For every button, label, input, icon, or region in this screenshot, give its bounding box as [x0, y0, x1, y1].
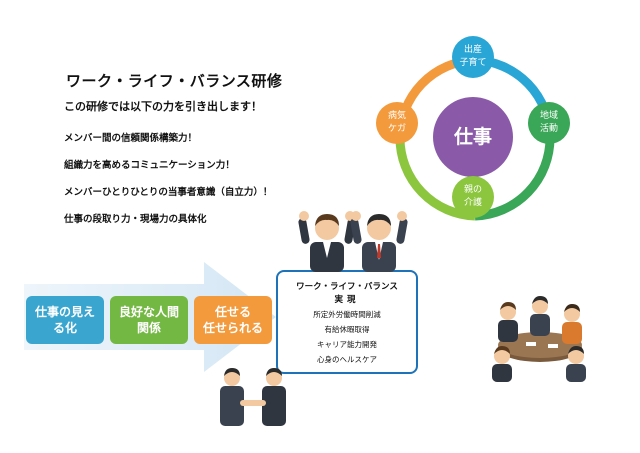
result-item: 有給休暇取得 [324, 325, 370, 334]
result-title: ワーク・ライフ・バランス [296, 282, 398, 292]
step-label: 任せられる [202, 321, 263, 335]
result-item: キャリア能力開発 [317, 340, 377, 349]
cycle-node-label: 介護 [463, 198, 482, 208]
result-item: 所定外労働時間削減 [313, 310, 381, 319]
step-label: 関係 [136, 321, 161, 335]
cycle-node-label: ケガ [387, 124, 406, 134]
cycle-node-community: 地域 活動 [528, 102, 570, 144]
bullet-communication: 組織力を高めるコミュニケーション力！ [64, 160, 235, 171]
cheering-people-illustration [298, 211, 408, 272]
cycle-center: 仕事 [433, 97, 513, 177]
cycle-node-label: 子育て [459, 58, 487, 68]
cycle-node-label: 病気 [387, 111, 406, 121]
cycle-node-childcare: 出産 子育て [452, 36, 494, 78]
result-item: 心身のヘルスケア [317, 355, 377, 364]
cycle-node-illness: 病気 ケガ [376, 102, 418, 144]
cycle-node-label: 親の [463, 185, 482, 195]
step-label: 任せる [214, 305, 251, 319]
cycle-node-label: 地域 [539, 111, 558, 121]
result-subtitle: 実現 [334, 295, 360, 305]
page-title: ワーク・ライフ・バランス研修 [66, 72, 283, 90]
bullet-trust: メンバー間の信頼関係構築力！ [64, 133, 198, 144]
meeting-illustration [492, 296, 586, 382]
handshake-illustration [220, 368, 286, 426]
step-label: 良好な人間 [118, 305, 179, 319]
step-label: 仕事の見え [34, 305, 95, 319]
step-visualization: 仕事の見える化 [26, 296, 104, 344]
step-relationships: 良好な人間関係 [110, 296, 188, 344]
step-delegation: 任せる任せられる [194, 296, 272, 344]
step-label: る化 [52, 321, 77, 335]
cycle-node-caregiving: 親の 介護 [452, 176, 494, 218]
result-box: ワーク・ライフ・バランス 実現 所定外労働時間削減 有給休暇取得 キャリア能力開… [276, 270, 418, 374]
bullet-ownership: メンバーひとりひとりの当事者意識（自立力）！ [64, 187, 273, 198]
subtitle: この研修では以下の力を引き出します！ [64, 100, 262, 113]
cycle-node-label: 活動 [539, 124, 558, 134]
bullet-planning: 仕事の段取り力・現場力の具体化 [64, 214, 207, 225]
cycle-node-label: 出産 [463, 45, 482, 55]
